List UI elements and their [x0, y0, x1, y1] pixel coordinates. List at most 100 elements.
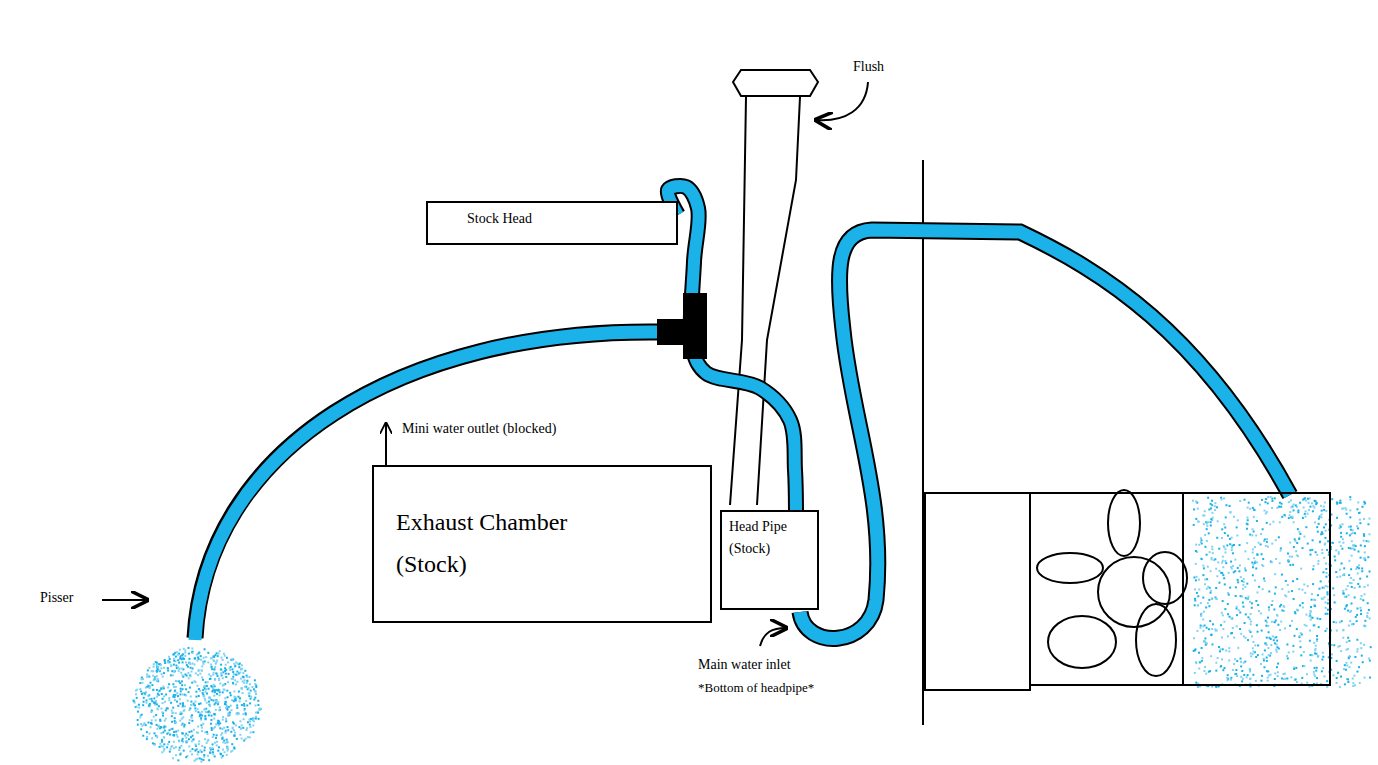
drawing-stroke [213, 734, 215, 736]
drawing-stroke [141, 682, 143, 684]
drawing-stroke [1290, 676, 1292, 678]
drawing-stroke [1206, 540, 1208, 542]
drawing-stroke [194, 749, 196, 751]
drawing-stroke [254, 697, 256, 699]
drawing-stroke [197, 711, 199, 713]
drawing-stroke [1204, 510, 1206, 512]
drawing-stroke [153, 679, 155, 681]
drawing-stroke [179, 682, 181, 684]
drawing-stroke [252, 724, 254, 726]
drawing-stroke [214, 678, 216, 680]
drawing-stroke [1257, 604, 1259, 606]
drawing-stroke [1223, 577, 1225, 579]
drawing-stroke [225, 701, 227, 703]
drawing-stroke [198, 670, 200, 672]
drawing-stroke [156, 670, 158, 672]
drawing-stroke [1293, 598, 1295, 600]
drawing-stroke [185, 756, 187, 758]
drawing-stroke [204, 747, 206, 749]
drawing-stroke [1218, 548, 1220, 550]
drawing-stroke [143, 701, 145, 703]
drawing-stroke [173, 731, 175, 733]
drawing-stroke [1314, 500, 1316, 502]
drawing-stroke [1352, 678, 1354, 680]
drawing-stroke [1369, 677, 1371, 679]
drawing-stroke [1288, 561, 1290, 563]
drawing-stroke [140, 723, 142, 725]
drawing-stroke [242, 727, 244, 729]
drawing-stroke [212, 674, 214, 676]
drawing-stroke [191, 647, 193, 649]
drawing-stroke [239, 697, 241, 699]
drawing-stroke [229, 711, 231, 713]
drawing-stroke [1341, 548, 1343, 550]
drawing-stroke [1254, 546, 1256, 548]
drawing-stroke [236, 713, 238, 715]
drawing-stroke [199, 690, 201, 692]
drawing-stroke [1198, 652, 1200, 654]
drawing-stroke [1346, 664, 1348, 666]
drawing-stroke [1205, 673, 1207, 675]
drawing-stroke [172, 696, 174, 698]
drawing-stroke [160, 688, 162, 690]
drawing-stroke [182, 688, 184, 690]
drawing-stroke [203, 686, 205, 688]
drawing-stroke [1278, 536, 1280, 538]
drawing-stroke [217, 703, 219, 705]
drawing-stroke [190, 704, 192, 706]
drawing-stroke [1211, 557, 1213, 559]
drawing-stroke [1267, 625, 1269, 627]
drawing-stroke [233, 696, 235, 698]
drawing-stroke [1292, 645, 1294, 647]
drawing-stroke [1267, 496, 1269, 498]
drawing-stroke [197, 726, 199, 728]
drawing-stroke [1236, 625, 1238, 627]
drawing-stroke [142, 704, 144, 706]
drawing-stroke [222, 659, 224, 661]
drawing-stroke [1302, 517, 1304, 519]
drawing-stroke [1299, 533, 1301, 535]
drawing-stroke [1244, 499, 1246, 501]
drawing-stroke [215, 661, 217, 663]
drawing-stroke [170, 674, 172, 676]
drawing-stroke [1195, 544, 1197, 546]
drawing-stroke [1245, 613, 1247, 615]
drawing-stroke [1235, 595, 1237, 597]
drawing-stroke [1208, 532, 1210, 534]
drawing-stroke [222, 741, 224, 743]
drawing-stroke [250, 690, 252, 692]
drawing-stroke [1342, 523, 1344, 525]
drawing-stroke [1323, 509, 1325, 511]
drawing-stroke [211, 727, 213, 729]
drawing-stroke [200, 724, 202, 726]
drawing-stroke [178, 680, 180, 682]
drawing-stroke [191, 753, 193, 755]
drawing-stroke [194, 663, 196, 665]
drawing-stroke [190, 667, 192, 669]
drawing-stroke [1217, 561, 1219, 563]
drawing-stroke [1356, 671, 1358, 673]
drawing-stroke [145, 699, 147, 701]
drawing-stroke [214, 713, 216, 715]
drawing-stroke [1194, 588, 1196, 590]
drawing-stroke [1271, 621, 1273, 623]
drawing-stroke [1206, 627, 1208, 629]
drawing-stroke [1221, 562, 1223, 564]
drawing-stroke [1305, 499, 1307, 501]
drawing-stroke [1221, 636, 1223, 638]
drawing-stroke [223, 688, 225, 690]
drawing-stroke [214, 690, 216, 692]
drawing-stroke [1277, 671, 1279, 673]
drawing-stroke [200, 655, 202, 657]
drawing-stroke [1241, 595, 1243, 597]
drawing-stroke [191, 652, 193, 654]
drawing-stroke [1340, 676, 1342, 678]
drawing-stroke [215, 737, 217, 739]
drawing-stroke [235, 698, 237, 700]
drawing-stroke [1228, 594, 1230, 596]
drawing-stroke [1194, 648, 1196, 650]
drawing-stroke [1349, 611, 1351, 613]
drawing-stroke [1254, 562, 1256, 564]
drawing-stroke [195, 710, 197, 712]
drawing-stroke [216, 693, 218, 695]
